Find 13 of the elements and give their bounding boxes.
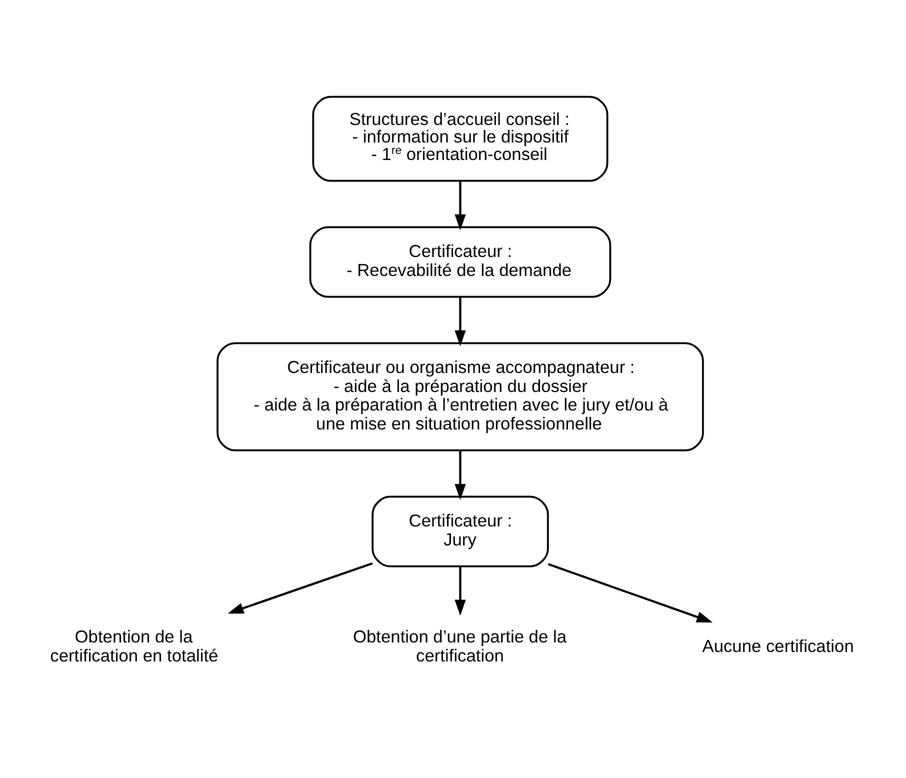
arrow [548,562,713,622]
node-text: Obtention d’une partie de la certification [353,626,566,665]
node-box: Certificateur : - Recevabilité de la demande [309,226,612,298]
node-box: Certificateur ou organisme accompagnateur : - aide à la préparation du dossier - aide à la préparation à l’entretien avec le jury et/ou à une mise en situation professionnelle [216,342,704,451]
node-box: Structures d’accueil conseil : - information sur le dispositif - 1$^{re}$ orientation-conseil [312,95,608,182]
arrow [454,450,466,500]
node-text: Obtention de la certification en totalité [50,626,218,665]
arrow [454,296,466,346]
arrow [228,562,373,614]
node-text: Aucune certification [702,635,854,656]
node-box: Certificateur : Jury [372,495,549,567]
arrow [454,180,466,230]
arrow [454,566,466,616]
